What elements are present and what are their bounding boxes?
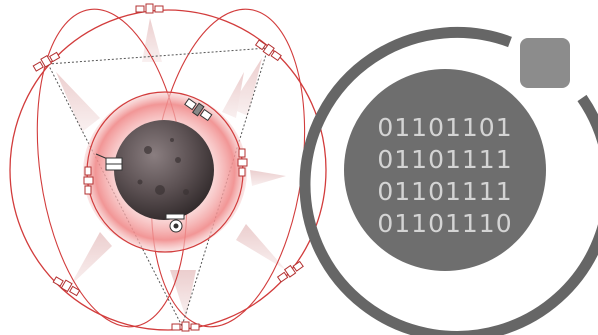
binary-line-2: 01101111 — [330, 145, 560, 174]
satellite-top-icon — [136, 4, 163, 13]
beam-right-mid — [250, 170, 286, 186]
beam-top — [142, 18, 162, 62]
beam-lower-left — [70, 232, 112, 286]
binary-line-1: 01101101 — [330, 113, 560, 142]
badge-square-marker — [520, 38, 570, 88]
satellite-lower-right-icon — [276, 260, 303, 283]
constellation-diagram — [10, 0, 326, 335]
binary-line-3: 01101111 — [330, 177, 560, 206]
beam-upper-left — [56, 72, 100, 132]
satellite-upper-right-icon — [255, 38, 282, 61]
moon-body — [114, 120, 214, 220]
binary-line-4: 01101110 — [330, 209, 560, 238]
beam-lower-right — [236, 224, 286, 270]
